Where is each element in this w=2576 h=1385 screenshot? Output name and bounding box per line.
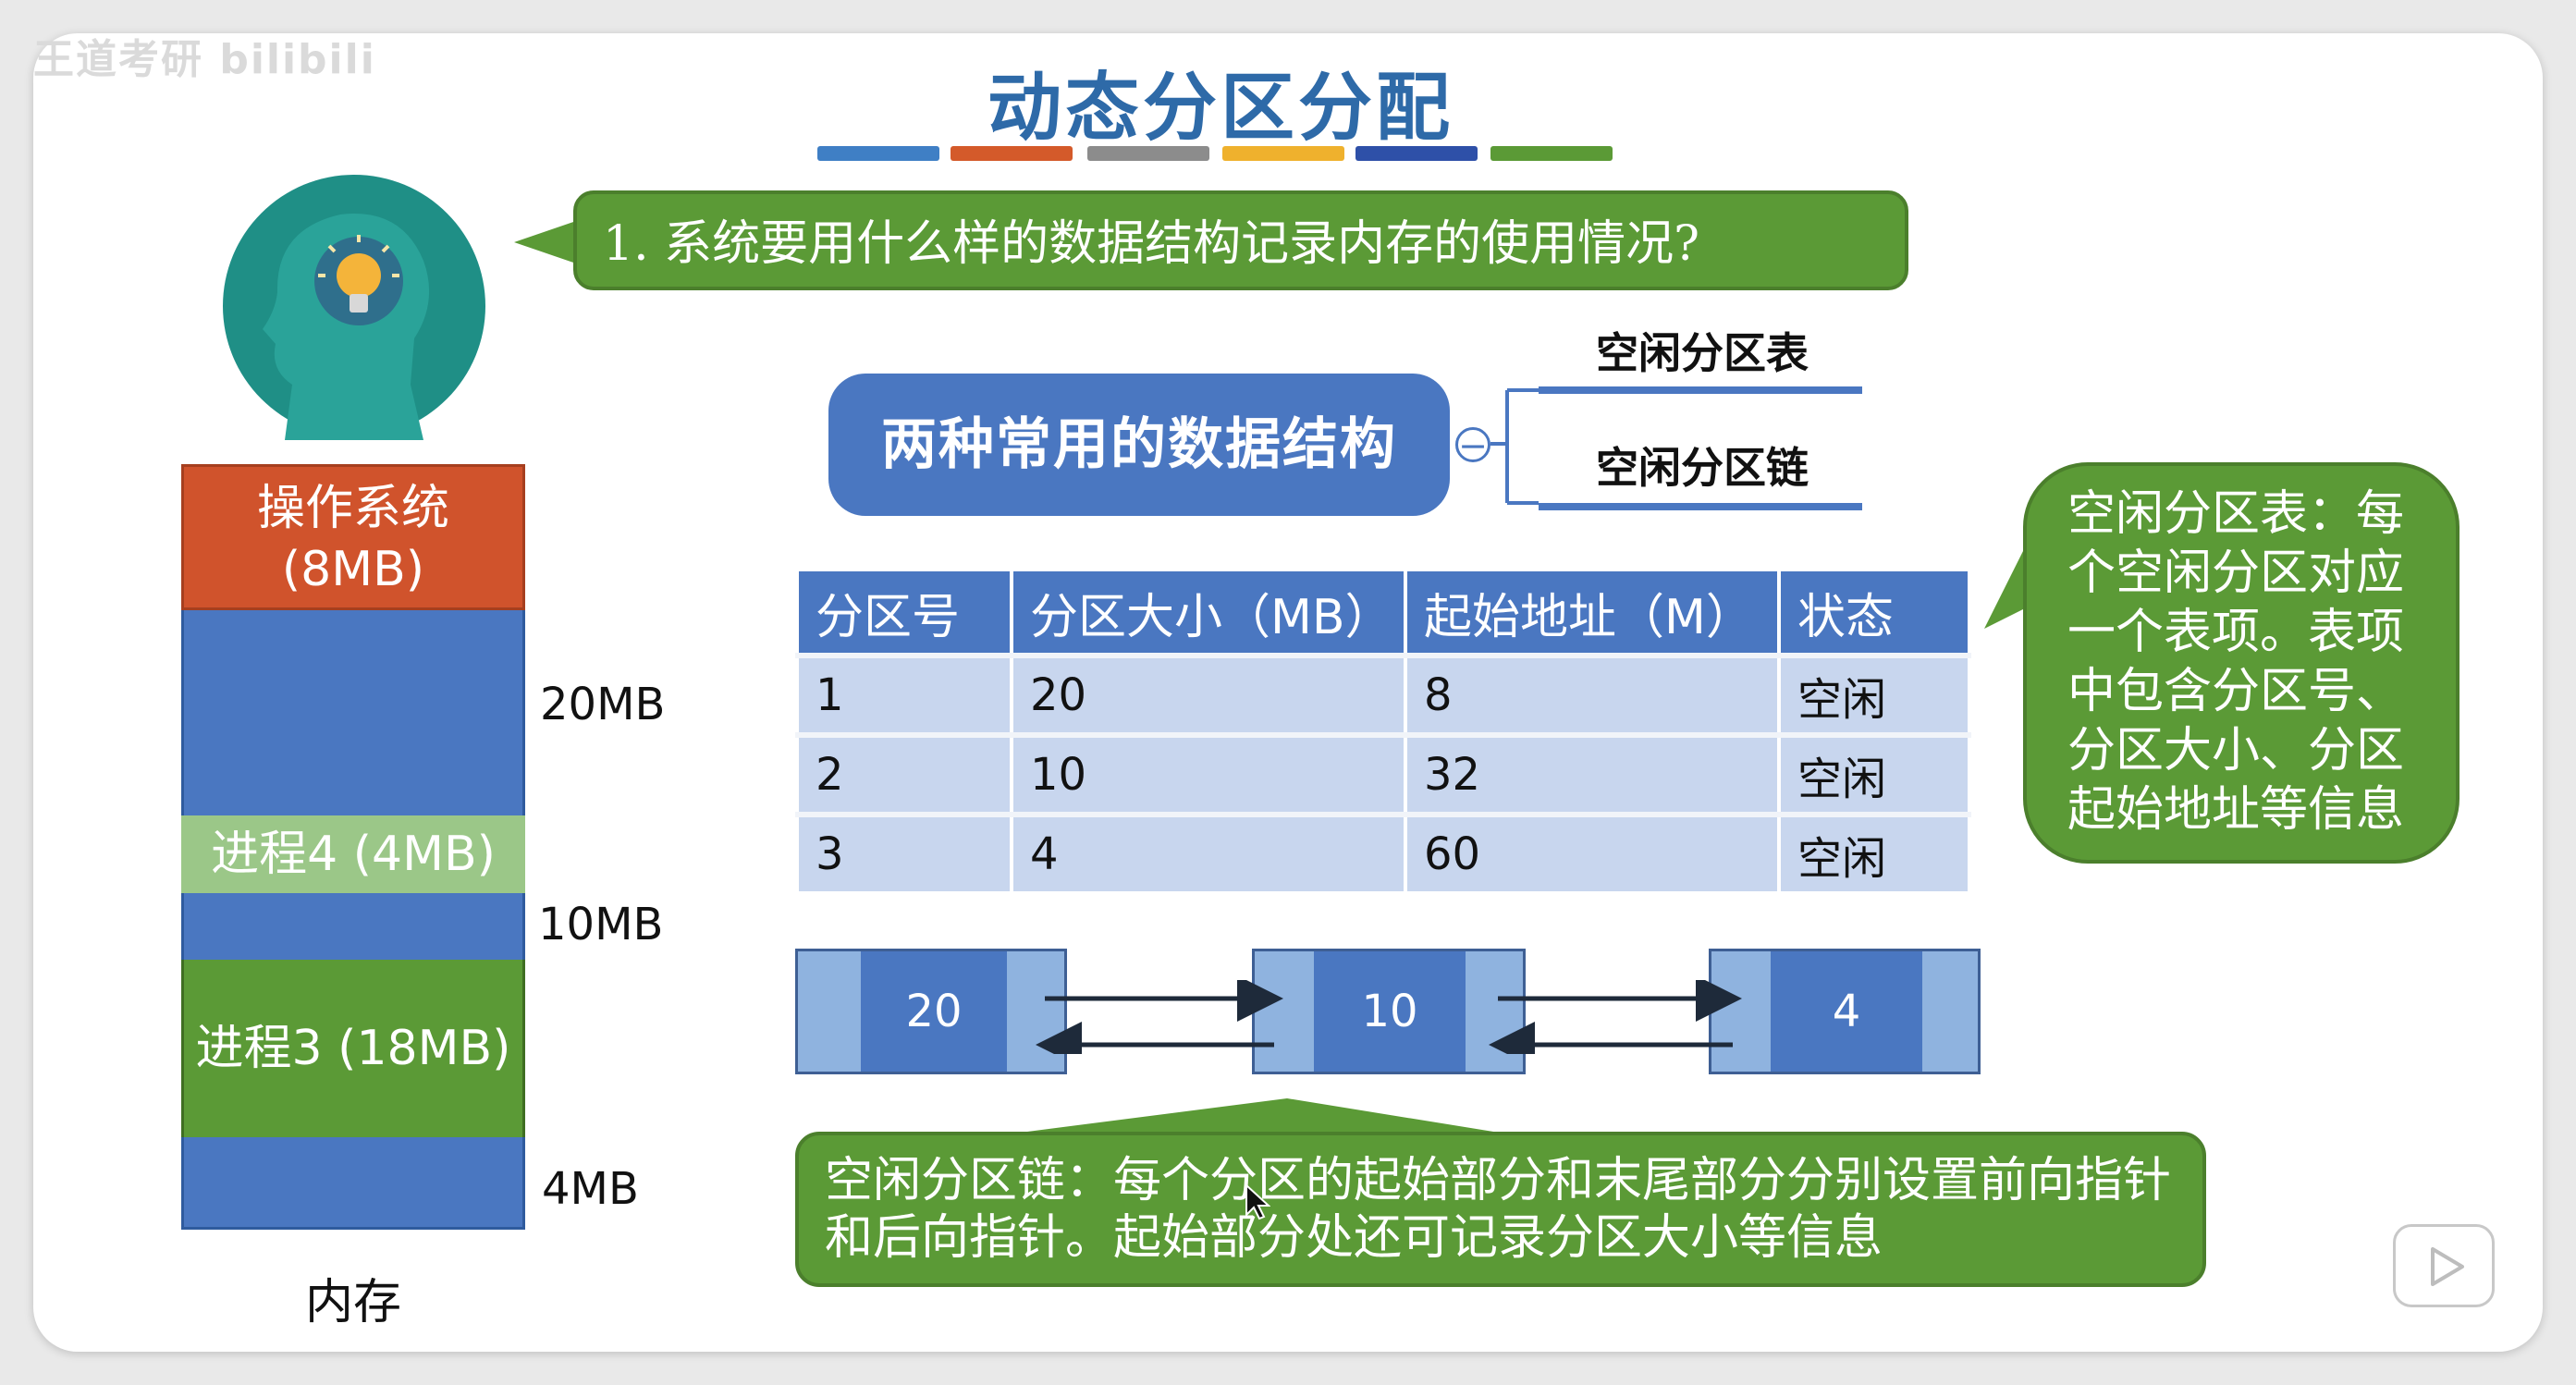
table-cell: 空闲 — [1779, 815, 1969, 891]
title-bar-1 — [817, 146, 939, 161]
table-header-cell: 分区号 — [797, 571, 1012, 656]
slide-title: 动态分区分配 — [0, 48, 2441, 155]
memory-block-os-size: (8MB) — [184, 539, 522, 600]
table-cell: 空闲 — [1779, 735, 1969, 815]
play-button[interactable] — [2393, 1224, 2495, 1307]
memory-size-label-10mb: 10MB — [538, 899, 663, 950]
free-partition-table: 分区号 分区大小（MB） 起始地址（M） 状态 1 20 8 空闲 2 10 3… — [795, 571, 1971, 891]
memory-size-label-20mb: 20MB — [540, 679, 665, 730]
title-bar-3 — [1087, 146, 1209, 161]
chain-node-size: 20 — [861, 951, 1007, 1072]
table-cell: 3 — [797, 815, 1012, 891]
memory-block-process4: 进程4 (4MB) — [181, 815, 525, 893]
play-icon — [2396, 1227, 2492, 1305]
title-bar-2 — [951, 146, 1073, 161]
memory-block-os-label: 操作系统 — [184, 478, 522, 539]
mindmap-connector — [1490, 386, 1539, 516]
table-cell: 20 — [1012, 656, 1405, 735]
question-bubble: 1. 系统要用什么样的数据结构记录内存的使用情况? — [573, 190, 1908, 290]
chain-description-bubble: 空闲分区链：每个分区的起始部分和末尾部分分别设置前向指针和后向指针。起始部分处还… — [795, 1132, 2206, 1287]
table-row: 2 10 32 空闲 — [797, 735, 1969, 815]
memory-block-free-20mb — [181, 610, 525, 815]
table-cell: 10 — [1012, 735, 1405, 815]
chain-pointer-arrows — [1026, 980, 2576, 1054]
title-bar-5 — [1355, 146, 1478, 161]
table-row: 3 4 60 空闲 — [797, 815, 1969, 891]
memory-size-label-4mb: 4MB — [542, 1163, 639, 1215]
table-cell: 2 — [797, 735, 1012, 815]
table-cell: 32 — [1405, 735, 1779, 815]
table-description-bubble: 空闲分区表：每个空闲分区对应一个表项。表项中包含分区号、分区大小、分区起始地址等… — [2023, 462, 2459, 864]
table-cell: 60 — [1405, 815, 1779, 891]
table-cell: 8 — [1405, 656, 1779, 735]
title-bar-4 — [1222, 146, 1344, 161]
title-bar-6 — [1490, 146, 1613, 161]
table-row: 1 20 8 空闲 — [797, 656, 1969, 735]
table-header-cell: 分区大小（MB） — [1012, 571, 1405, 656]
collapse-toggle-icon[interactable]: − — [1455, 427, 1490, 462]
memory-block-os: 操作系统 (8MB) — [181, 464, 525, 610]
leaf-underline-table — [1539, 386, 1862, 394]
chain-desc-tail — [999, 1098, 1516, 1135]
table-header-row: 分区号 分区大小（MB） 起始地址（M） 状态 — [797, 571, 1969, 656]
mindmap-leaf-table[interactable]: 空闲分区表 — [1596, 320, 1809, 381]
mindmap-root[interactable]: 两种常用的数据结构 — [828, 374, 1450, 516]
memory-block-free-4mb — [181, 1137, 525, 1230]
table-cell: 空闲 — [1779, 656, 1969, 735]
question-bubble-tail — [514, 220, 579, 264]
leaf-underline-chain — [1539, 503, 1862, 510]
table-header-cell: 起始地址（M） — [1405, 571, 1779, 656]
memory-block-process3: 进程3 (18MB) — [181, 960, 525, 1137]
table-header-cell: 状态 — [1779, 571, 1969, 656]
mindmap-leaf-chain[interactable]: 空闲分区链 — [1596, 435, 1809, 496]
memory-block-free-10mb — [181, 893, 525, 960]
table-cell: 1 — [797, 656, 1012, 735]
thinking-head-icon — [220, 172, 488, 440]
table-cell: 4 — [1012, 815, 1405, 891]
mouse-cursor-icon — [1245, 1183, 1270, 1220]
memory-caption: 内存 — [305, 1263, 401, 1332]
